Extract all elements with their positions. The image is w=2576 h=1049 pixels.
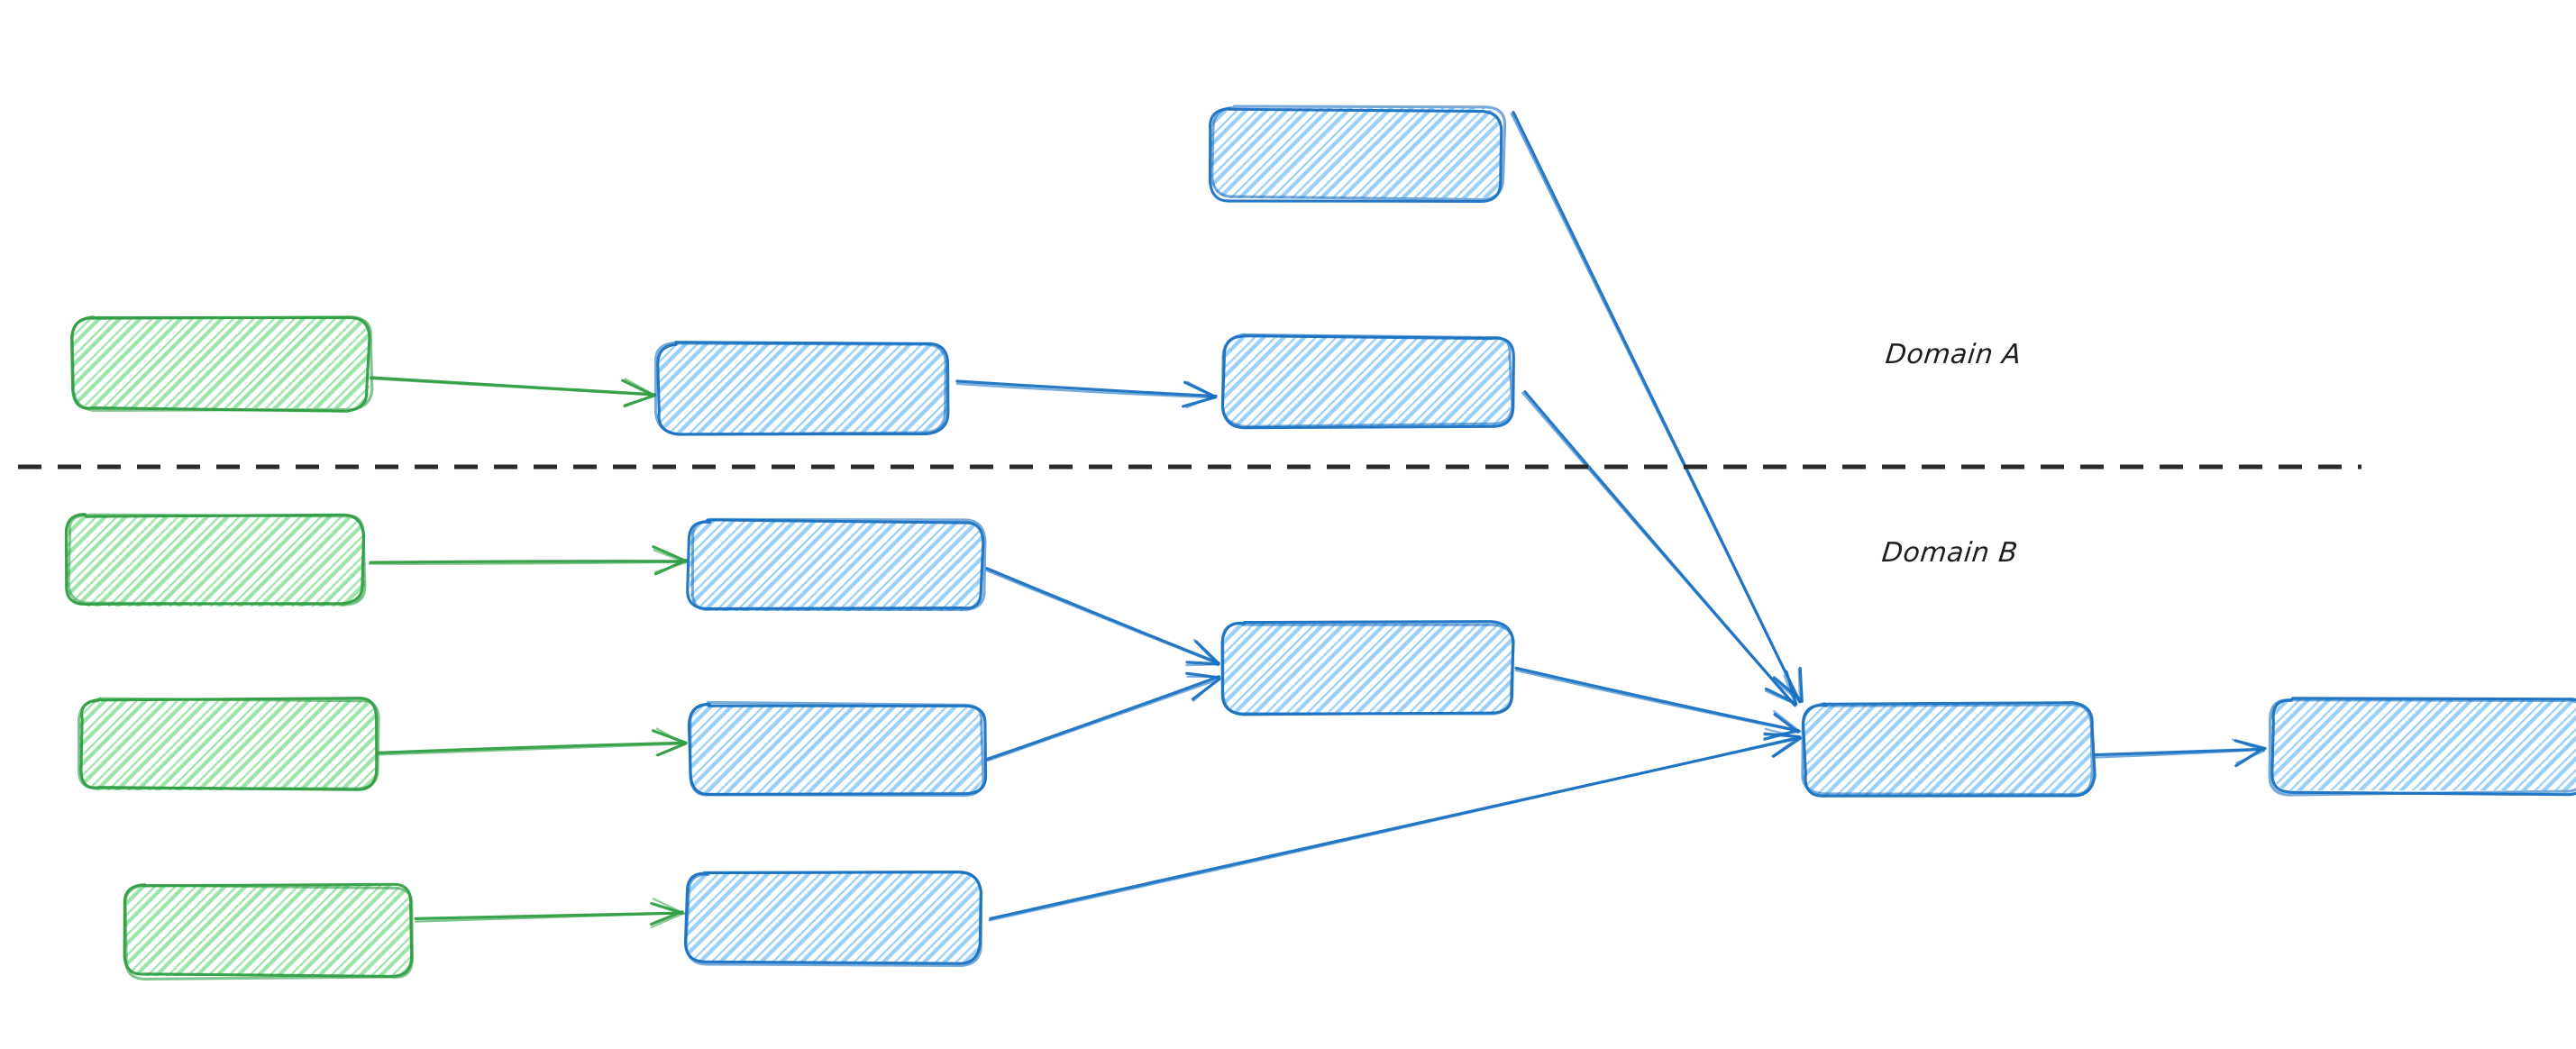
node-b-mid-2[interactable]: [687, 700, 988, 798]
domain-b-label: Domain B: [1880, 537, 2020, 569]
edge-b-mid-2-to-b-join-1: [985, 671, 1221, 762]
edge-b-src-3-to-b-mid-3: [414, 898, 686, 928]
node-a-out-1[interactable]: [1220, 333, 1515, 430]
node-a-src-1[interactable]: [70, 315, 374, 413]
edge-a-src-1-to-a-mid-1: [370, 376, 657, 408]
node-b-sink[interactable]: [2268, 697, 2576, 797]
edge-a-mid-1-to-a-out-1: [955, 379, 1218, 409]
node-b-hub[interactable]: [1801, 701, 2096, 798]
edge-b-src-1-to-b-mid-1: [368, 545, 688, 576]
edge-b-hub-to-b-sink: [2093, 738, 2267, 768]
node-layer: [18, 105, 2576, 981]
node-b-src-3[interactable]: [123, 882, 415, 981]
domain-a-label: Domain A: [1884, 339, 2023, 370]
edge-a-top-1-to-b-hub: [1510, 110, 1804, 704]
edge-b-mid-1-to-b-join-1: [984, 567, 1220, 667]
edge-a-out-1-to-b-hub: [1521, 390, 1798, 707]
edge-layer: [368, 110, 2267, 928]
node-b-src-1[interactable]: [64, 513, 367, 607]
node-b-join-1[interactable]: [1220, 620, 1515, 716]
node-b-mid-3[interactable]: [683, 870, 983, 968]
node-b-mid-1[interactable]: [686, 517, 987, 612]
edge-b-src-2-to-b-mid-2: [377, 727, 688, 757]
edge-b-join-1-to-b-hub: [1514, 666, 1802, 741]
edge-b-mid-3-to-b-hub: [988, 727, 1802, 922]
node-b-src-2[interactable]: [77, 697, 380, 791]
node-a-mid-1[interactable]: [653, 341, 950, 436]
node-a-top-1[interactable]: [1208, 105, 1507, 203]
